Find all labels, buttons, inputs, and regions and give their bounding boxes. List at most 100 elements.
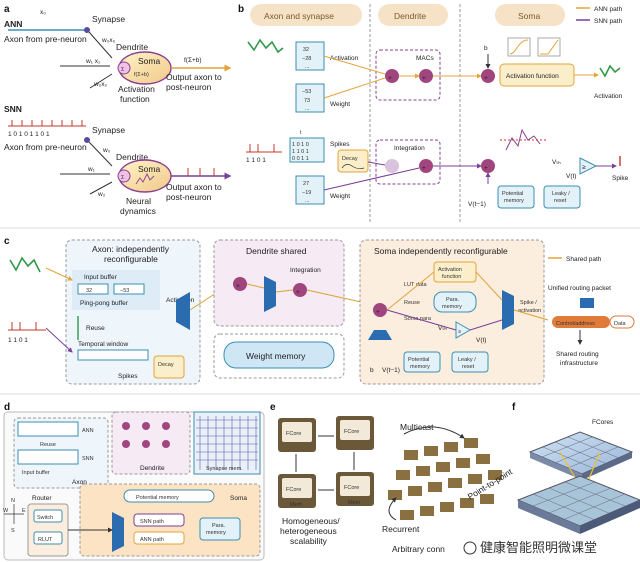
ann-synapse-dot — [84, 27, 90, 33]
c-spike-train — [8, 322, 46, 331]
b-t-label: t — [300, 130, 302, 136]
c-compare-glyph: ≥ — [458, 329, 461, 335]
b-snn-soma-add — [481, 159, 495, 173]
e-multicast: Multicast — [400, 422, 434, 432]
watermark-text: 健康智能照明微课堂 — [480, 540, 597, 555]
b-act-val-2: ... — [305, 64, 310, 70]
panel-d-label: d — [4, 402, 10, 413]
c-soma-out-mux — [502, 290, 514, 330]
d-snn-buffer — [17, 449, 79, 465]
b-spike-buffer — [289, 137, 325, 163]
a-w0: w₀ — [102, 147, 111, 154]
panel-f-label: f — [512, 402, 516, 413]
b-activation-function-text: Activation function — [506, 73, 559, 80]
a-snn-spike-train — [8, 120, 86, 127]
c-axon-mux — [176, 292, 190, 330]
d-switch — [33, 509, 63, 523]
c-vt1: V(t−1) — [382, 367, 400, 374]
b-add-node-2 — [481, 69, 495, 83]
b-w-val-2: ... — [305, 198, 310, 204]
b-snn-mult-node — [385, 159, 399, 173]
b-spike-bits-1: 1 1 0 1 — [292, 149, 309, 155]
b-act-val-3: −53 — [302, 89, 311, 95]
e-fcore-text-2: FCore — [344, 429, 359, 435]
snn-sigma: Σ — [121, 175, 125, 181]
c-dendrite-to-soma — [306, 289, 371, 306]
c-buf-val-1: −53 — [120, 288, 129, 294]
a-soma-label-1: Soma — [138, 56, 160, 66]
snn-sigma-node — [117, 169, 131, 183]
panel-a-label: a — [4, 4, 10, 15]
e-recurrent: Recurrent — [382, 524, 420, 534]
watermark-chat-icon — [463, 541, 477, 555]
b-integration-label: Integration — [394, 145, 425, 152]
d-soma-mux — [112, 512, 124, 552]
b-integration-box — [375, 139, 441, 185]
b-multiply-node — [385, 69, 399, 83]
b-snn-add-node — [419, 159, 433, 173]
b-spike-bits-2: 0 0 1 1 — [292, 156, 309, 162]
c-weight-memory — [223, 341, 335, 369]
b-header-dendrite — [378, 4, 448, 26]
d-synapse-mem: Synapse mem. — [206, 466, 243, 472]
c-add-node — [293, 283, 307, 297]
b-snn-soma-add-glyph: + — [484, 165, 488, 172]
d-compass-e: E — [22, 508, 26, 514]
c-temporal-buffer — [77, 349, 149, 361]
b-w-to-mac — [323, 77, 386, 99]
a-synapse-label-1: Synapse — [92, 14, 125, 24]
c-spike-in — [45, 327, 73, 353]
c-weight-memory-frame — [213, 333, 345, 379]
d-switch-text: Switch — [37, 515, 53, 521]
f-bottom-die-grid — [532, 481, 626, 521]
b-input-activation-wave — [247, 38, 284, 54]
c-reuse: Reuse — [86, 325, 105, 332]
b-act-val-5: ... — [305, 106, 310, 112]
e-multicast-arrow — [403, 426, 465, 439]
d-compass-n: N — [11, 498, 15, 504]
b-compare-node — [579, 157, 598, 175]
c-packet-envelope-icon — [580, 298, 594, 308]
panel-f: f FCores — [512, 402, 640, 534]
c-leaky-reset-text: Leaky /reset — [458, 357, 476, 370]
ann-sigma-node — [117, 61, 131, 75]
c-buf-val-0: 32 — [86, 288, 92, 294]
c-dendrite-box — [213, 239, 345, 327]
d-compass — [4, 504, 24, 524]
d-ann-path-text: ANN path — [140, 537, 164, 543]
panel-e-label: e — [270, 402, 276, 413]
c-cmp-to-mux — [469, 319, 503, 331]
b-spike-label: Spike — [612, 175, 629, 182]
a-axon-from-pre-2: Axon from pre-neuron — [4, 142, 87, 152]
c-soma-to-cmp — [386, 309, 457, 331]
c-reuse2: Reuse — [404, 300, 420, 306]
d-dendrite: Dendrite — [140, 465, 165, 472]
legend-snn-text: SNN path — [594, 18, 623, 25]
c-mult-node — [233, 277, 247, 291]
b-macs-label: MACs — [416, 55, 434, 62]
c-buf-a — [77, 283, 109, 295]
c-d-link-1 — [246, 283, 265, 289]
a-output-fn: f(Σ+b) — [184, 57, 202, 64]
panel-c-label: c — [4, 236, 10, 247]
a-dendrite-label-2: Dendrite — [116, 152, 148, 162]
b-w-val-0: 27 — [303, 181, 309, 187]
e-chip-links — [295, 435, 355, 491]
d-snn: SNN — [82, 456, 94, 462]
b-add-node-1 — [419, 69, 433, 83]
b-w-to-int — [323, 167, 420, 191]
legend-ann-text: ANN path — [594, 6, 623, 13]
e-arbitrary: Arbitrary conn — [392, 544, 445, 554]
d-soma: Soma — [230, 495, 247, 502]
e-mem-text-1: Mem — [290, 502, 303, 508]
e-fcore-text-1: FCore — [286, 431, 301, 437]
b-spikes-label: Spikes — [330, 141, 350, 148]
c-pingpong: Ping-pong buffer — [80, 300, 129, 307]
ann-title: ANN — [4, 19, 22, 29]
d-router: Router — [32, 495, 52, 502]
